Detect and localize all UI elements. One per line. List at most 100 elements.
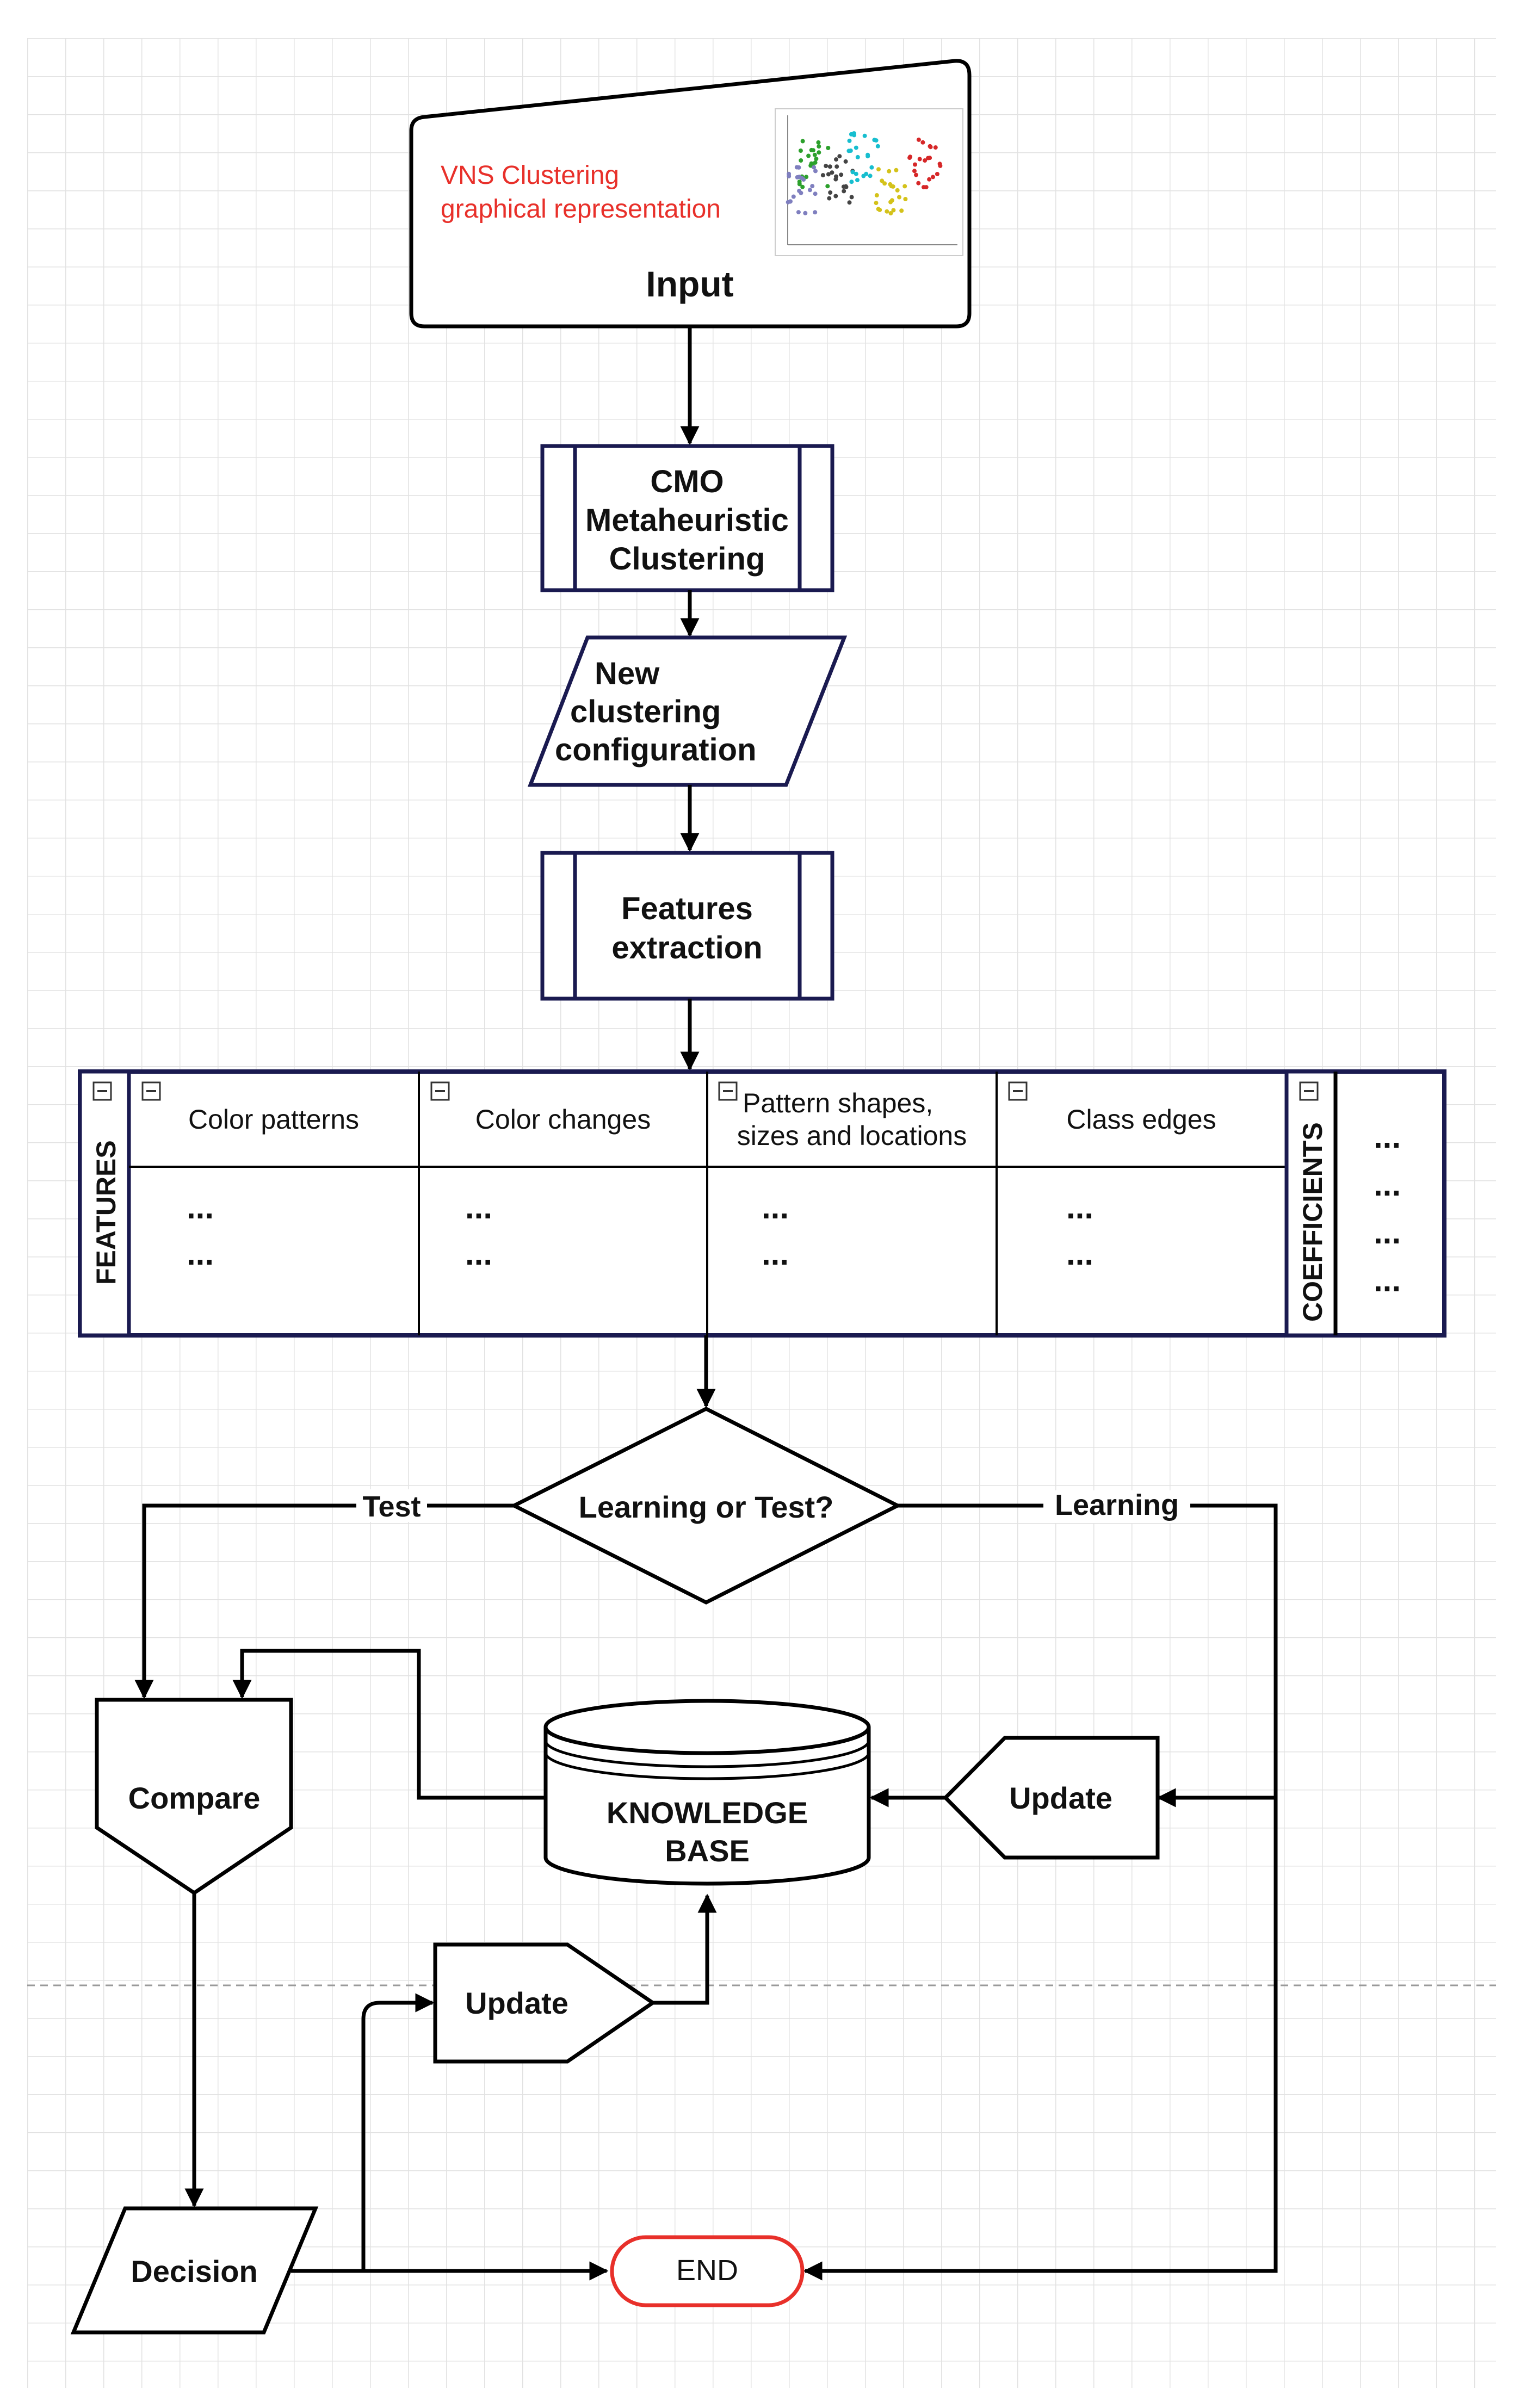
- scatter-dot: [877, 207, 882, 212]
- scatter-dot: [809, 147, 814, 152]
- column-header: sizes and locations: [737, 1121, 967, 1151]
- table-cell: ...: [1066, 1235, 1093, 1272]
- scatter-dot: [916, 137, 921, 142]
- scatter-dot: [897, 195, 901, 200]
- scatter-dot: [806, 153, 811, 158]
- scatter-dot: [839, 172, 844, 177]
- scatter-dot: [891, 184, 895, 189]
- scatter-dot: [931, 175, 935, 179]
- cmo-line-1: CMO: [650, 464, 724, 499]
- scatter-dot: [848, 148, 853, 153]
- scatter-dot: [813, 210, 818, 215]
- features-line-1: Features: [621, 891, 753, 926]
- scatter-dot: [813, 160, 818, 165]
- scatter-dot: [862, 133, 867, 138]
- scatter-dot: [804, 175, 809, 179]
- column-collapse-icon[interactable]: [141, 1081, 161, 1101]
- column-header: Pattern shapes,: [743, 1088, 933, 1118]
- table-cell: ...: [762, 1235, 789, 1272]
- scatter-dot: [795, 175, 800, 179]
- scatter-dot: [855, 154, 860, 159]
- scatter-dot: [814, 157, 819, 161]
- column-class-edges: Class edges ... ...: [1008, 1081, 1216, 1272]
- features-collapse-icon[interactable]: [92, 1081, 112, 1101]
- table-cell: ...: [465, 1189, 492, 1225]
- end-label: END: [676, 2254, 738, 2287]
- scatter-dot: [876, 167, 881, 172]
- update-bottom-label: Update: [465, 1986, 568, 2020]
- features-line-2: extraction: [611, 930, 762, 965]
- input-node[interactable]: VNS Clustering graphical representation …: [409, 59, 972, 329]
- scatter-dot: [843, 184, 848, 189]
- config-line-1: New: [595, 656, 660, 691]
- scatter-dot: [937, 162, 942, 166]
- scatter-dot: [812, 165, 817, 170]
- features-lane-label: FEATURES: [91, 1140, 121, 1285]
- scatter-dot: [903, 197, 908, 201]
- scatter-dot: [834, 174, 838, 179]
- input-caption-line-2: graphical representation: [441, 195, 721, 224]
- column-collapse-icon[interactable]: [430, 1081, 450, 1101]
- knowledge-base-storage[interactable]: KNOWLEDGE BASE: [543, 1699, 871, 1886]
- column-header: Color patterns: [188, 1104, 359, 1135]
- end-terminator[interactable]: END: [610, 2235, 805, 2307]
- learning-or-test-decision[interactable]: Learning or Test?: [510, 1407, 902, 1605]
- coefficient-cell: ...: [1374, 1262, 1401, 1298]
- scatter-dot: [923, 158, 928, 163]
- scatter-dot: [813, 191, 818, 196]
- scatter-dot: [842, 189, 846, 194]
- scatter-dot: [849, 179, 854, 184]
- scatter-dot: [928, 145, 933, 150]
- scatter-dot: [827, 196, 832, 201]
- kb-line-1: KNOWLEDGE: [607, 1796, 808, 1830]
- table-cell: ...: [187, 1235, 214, 1272]
- decision-data-node[interactable]: Decision: [70, 2206, 319, 2335]
- scatter-dot: [800, 139, 805, 144]
- scatter-dot: [816, 140, 821, 145]
- edge-label-learning: Learning: [1055, 1489, 1179, 1521]
- scatter-dot: [827, 164, 832, 169]
- decision-label: Decision: [131, 2254, 257, 2288]
- input-caption-line-1: VNS Clustering: [441, 161, 619, 190]
- scatter-dot: [933, 145, 938, 150]
- scatter-dot: [917, 157, 922, 162]
- coefficient-cell: ...: [1374, 1214, 1401, 1251]
- cmo-clustering-process[interactable]: CMO Metaheuristic Clustering: [540, 444, 834, 592]
- update-bottom-node[interactable]: Update: [433, 1942, 657, 2064]
- scatter-dot: [874, 193, 879, 197]
- scatter-dot: [868, 174, 873, 178]
- column-collapse-icon[interactable]: [1008, 1081, 1028, 1101]
- scatter-dot: [828, 190, 833, 195]
- new-clustering-configuration-data[interactable]: New clustering configuration: [527, 635, 848, 787]
- cmo-line-2: Metaheuristic: [585, 503, 789, 538]
- table-cell: ...: [1066, 1189, 1093, 1225]
- coefficients-collapse-icon[interactable]: [1299, 1081, 1319, 1101]
- coefficient-cell: ...: [1374, 1118, 1401, 1155]
- compare-node[interactable]: Compare: [95, 1698, 293, 1896]
- features-extraction-process[interactable]: Features extraction: [540, 851, 834, 1001]
- arrow-decision-to-update: [361, 1993, 435, 2271]
- scatter-dot: [830, 170, 834, 175]
- scatter-dot: [874, 201, 879, 206]
- learning-label-bg: [1043, 1490, 1190, 1523]
- scatter-dot: [889, 198, 894, 203]
- config-line-3: configuration: [555, 732, 757, 767]
- scatter-dot: [865, 154, 870, 159]
- scatter-dot: [935, 172, 939, 176]
- scatter-dot: [820, 173, 825, 178]
- scatter-dot: [833, 194, 838, 199]
- scatter-dot: [854, 171, 858, 176]
- update-right-node[interactable]: Update: [943, 1736, 1160, 1860]
- scatter-dot: [788, 199, 793, 204]
- scatter-dot: [887, 169, 892, 174]
- column-pattern-shapes: Pattern shapes, sizes and locations ... …: [718, 1081, 967, 1272]
- scatter-dot: [920, 140, 925, 145]
- scatter-dot: [799, 190, 803, 195]
- scatter-dot: [914, 172, 918, 177]
- table-cell: ...: [187, 1189, 214, 1225]
- column-collapse-icon[interactable]: [718, 1081, 738, 1101]
- scatter-dot: [813, 169, 818, 174]
- kb-line-2: BASE: [665, 1834, 750, 1868]
- scatter-dot: [916, 181, 921, 185]
